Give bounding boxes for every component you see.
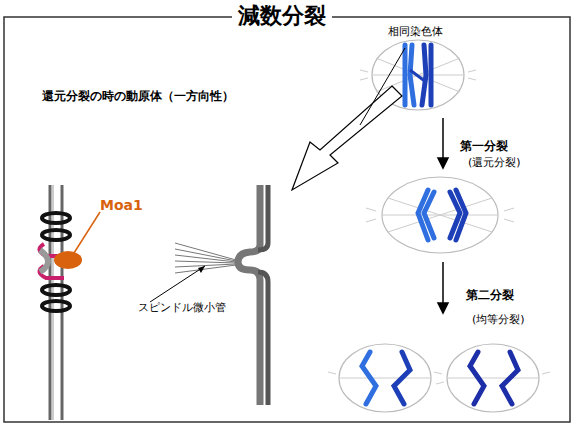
stage-label: 第二分裂	[466, 289, 514, 302]
stage-label: 第一分裂	[460, 140, 508, 153]
structure-label: 相同染色体	[388, 26, 443, 38]
diagram-title: 減数分裂	[232, 4, 332, 28]
spindle-kinetochore	[150, 185, 268, 405]
cell-anaphase-i	[366, 177, 514, 253]
cell-anaphase-ii	[328, 344, 550, 412]
kinetochore-illustration	[39, 185, 100, 420]
section-heading: 還元分裂の時の動原体（一方向性）	[42, 90, 234, 103]
stage-note: (均等分裂)	[472, 314, 525, 326]
zoom-arrow	[292, 86, 402, 190]
stage-note: (還元分裂)	[468, 157, 521, 169]
structure-label: スピンドル微小管	[138, 302, 226, 314]
zoom-line	[360, 48, 405, 125]
protein-label: Moa1	[100, 198, 143, 213]
frame	[4, 17, 570, 422]
